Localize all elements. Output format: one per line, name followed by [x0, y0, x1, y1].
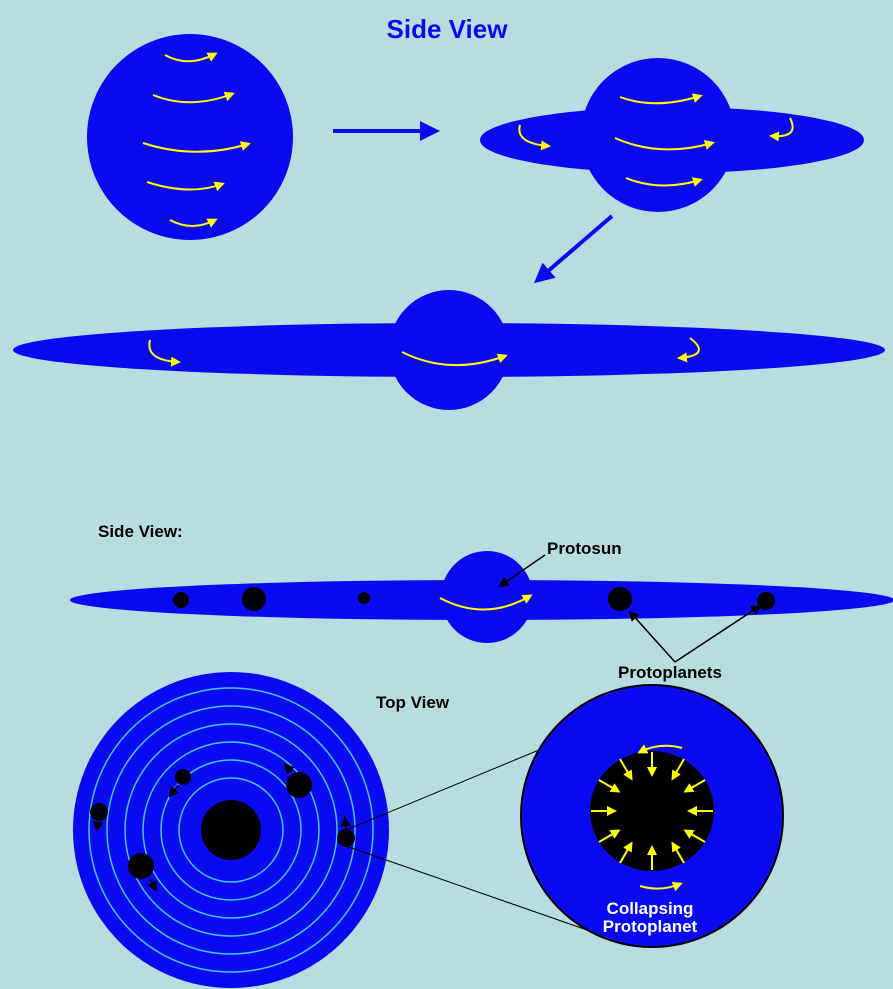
protoplanet: [757, 592, 775, 610]
rotation-arrows: [148, 337, 700, 367]
protoplanet: [337, 829, 355, 847]
protoplanet: [286, 772, 312, 798]
stage-2-flattening: [480, 58, 864, 212]
rotation-arrows: [518, 93, 794, 187]
central-bulge: [389, 290, 509, 410]
protoplanet: [90, 803, 108, 821]
rotation-arrow: [637, 744, 683, 754]
stage-arrow-2: [533, 214, 614, 284]
label-collapsing: Collapsing: [607, 899, 694, 918]
collapsing-core: [590, 751, 714, 871]
label-side-view: Side View:: [98, 522, 183, 541]
nebula-cloud: [87, 34, 293, 240]
protosun: [441, 551, 533, 643]
protoplanet: [173, 592, 189, 608]
stage-1-cloud: [87, 34, 293, 240]
stage-3-disk: [13, 290, 885, 410]
label-top-view: Top View: [376, 693, 450, 712]
title-side-view: Side View: [387, 14, 509, 44]
protoplanet: [608, 587, 632, 611]
protoplanet: [175, 769, 191, 785]
label-protosun: Protosun: [547, 539, 622, 558]
protoplanet: [128, 853, 154, 879]
pointer-lines: [498, 554, 762, 663]
collapsing-protoplanet-zoom: Collapsing Protoplanet: [520, 684, 784, 948]
protoplanet: [358, 592, 370, 604]
protosun-top: [201, 800, 261, 860]
orbits: [88, 687, 374, 973]
rotation-arrows: [142, 52, 251, 228]
side-view-disk: [70, 551, 893, 643]
label-protoplanets: Protoplanets: [618, 663, 722, 682]
infall-arrows: [591, 752, 713, 870]
rotation-arrow: [639, 881, 683, 892]
label-protoplanet: Protoplanet: [603, 917, 698, 936]
top-view: [73, 672, 389, 988]
protoplanet: [242, 587, 266, 611]
rotation-arrow: [439, 594, 533, 611]
flattening-cloud: [581, 58, 735, 212]
motion-ticks: [92, 763, 351, 892]
